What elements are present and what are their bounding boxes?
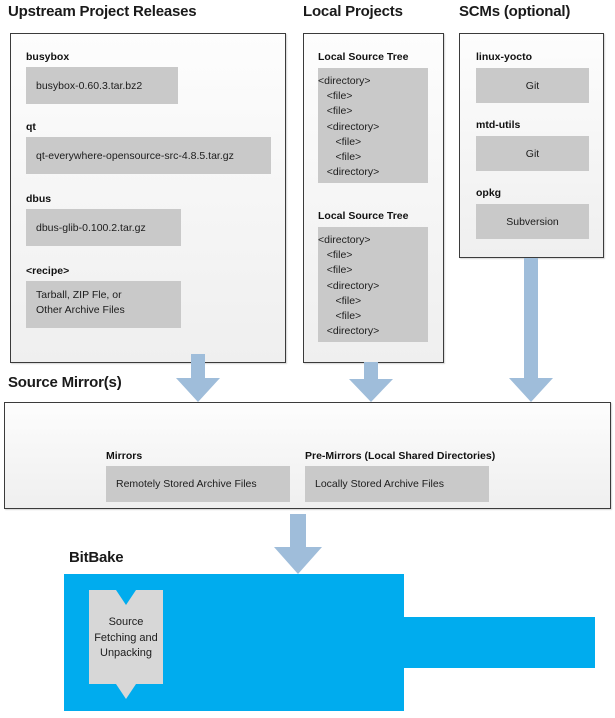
upstream-entry-label-busybox: busybox [26,51,70,63]
local-tree-label-2: Local Source Tree [318,210,409,222]
tree-line: <file> [318,310,362,323]
source-fetching-and-unpacking-label: Source Fetching and Unpacking [94,616,158,659]
local-source-tree-1: <directory> <file> <file> <directory> <f… [318,68,428,183]
upstream-entry-label-dbus: dbus [26,193,52,205]
source-mirrors-group-label-pre-mirrors: Pre-Mirrors (Local Shared Directories) [305,450,496,462]
heading-bitbake: BitBake [69,549,124,566]
upstream-entry-value-dbus: dbus-glib-0.100.2.tar.gz [26,209,181,246]
local-source-tree-2: <directory> <file> <file> <directory> <f… [318,227,428,342]
scm-entry-value-linux-yocto: Git [476,68,589,103]
upstream-entry-value-busybox: busybox-0.60.3.tar.bz2 [26,67,178,104]
panel-upstream-project-releases: busybox busybox-0.60.3.tar.bz2 qt qt-eve… [10,33,286,363]
tree-line: <file> [318,264,353,277]
tree-line: <directory> [318,120,380,133]
tree-line: <file> [318,151,362,164]
source-mirrors-group-value-pre-mirrors: Locally Stored Archive Files [305,466,489,502]
arrow-scms-to-source-mirrors [509,258,553,402]
arrow-source-mirrors-to-bitbake [274,514,322,574]
tree-line: <file> [318,105,353,118]
scm-entry-value-opkg: Subversion [476,204,589,239]
tree-line: <directory> [318,75,371,87]
local-tree-label-1: Local Source Tree [318,51,409,63]
source-fetching-and-unpacking-box [89,590,163,699]
scm-entry-label-mtd-utils: mtd-utils [476,119,521,131]
panel-scms: linux-yocto Git mtd-utils Git opkg Subve… [459,33,604,258]
scm-entry-value-mtd-utils: Git [476,136,589,171]
scm-entry-label-opkg: opkg [476,187,502,199]
bitbake-process-shape [64,574,595,711]
tree-line: <directory> [318,325,380,338]
panel-local-projects: Local Source Tree <directory> <file> <fi… [303,33,444,363]
upstream-entry-label-qt: qt [26,121,36,133]
tree-line: <directory> [318,234,371,246]
tree-line: <file> [318,294,362,307]
scm-entry-label-linux-yocto: linux-yocto [476,51,533,63]
source-mirrors-group-value-mirrors: Remotely Stored Archive Files [106,466,290,502]
panel-source-mirrors: Mirrors Remotely Stored Archive Files Pr… [4,402,611,509]
tree-line: <file> [318,249,353,262]
arrow-upstream-to-source-mirrors [176,354,220,402]
tree-line: <directory> [318,166,380,179]
source-mirrors-group-label-mirrors: Mirrors [106,450,143,462]
heading-upstream-project-releases: Upstream Project Releases [8,3,197,20]
upstream-entry-label-recipe: <recipe> [26,265,70,277]
tree-line: <file> [318,135,362,148]
tree-line: <file> [318,90,353,103]
upstream-entry-value-recipe: Tarball, ZIP Fle, or Other Archive Files [26,281,181,328]
upstream-entry-value-qt: qt-everywhere-opensource-src-4.8.5.tar.g… [26,137,271,174]
tree-line: <directory> [318,279,380,292]
heading-local-projects: Local Projects [303,3,403,20]
heading-scms: SCMs (optional) [459,3,571,20]
heading-source-mirrors: Source Mirror(s) [8,374,122,391]
arrow-local-projects-to-source-mirrors [349,362,393,402]
